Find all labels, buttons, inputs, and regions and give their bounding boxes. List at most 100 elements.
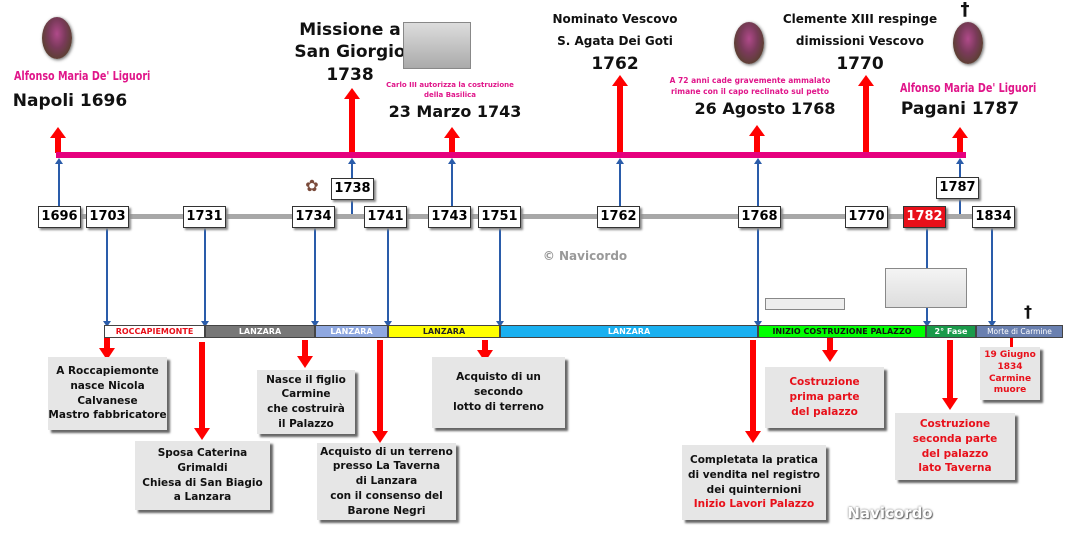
- illness-date: 26 Agosto 1768: [694, 99, 836, 118]
- connector-1787: [956, 158, 964, 177]
- year-1768: 1768: [738, 206, 781, 228]
- bishop-year: 1762: [591, 54, 639, 74]
- box-line: Mastro fabbricatore: [48, 409, 167, 422]
- year-1782: 1782: [903, 206, 946, 228]
- segment-inizio-costruzione: INIZIO COSTRUZIONE PALAZZO: [758, 325, 926, 338]
- connector-1738-low: [351, 200, 353, 214]
- box-line: secondo: [473, 386, 523, 399]
- box-line: di Lanzara: [355, 475, 418, 488]
- year-1731: 1731: [183, 206, 226, 228]
- segment-lanzara-4: LANZARA: [500, 325, 758, 338]
- basilica-image: [403, 22, 471, 69]
- arrow-down-4: [372, 340, 388, 443]
- arrow-down-5: [477, 340, 493, 362]
- box-line: Costruzione: [919, 418, 991, 431]
- arrow-up-1768: [749, 125, 765, 153]
- connector-1703: [103, 228, 111, 327]
- box-line: il Palazzo: [278, 417, 334, 430]
- segment-lanzara-3: LANZARA: [388, 325, 500, 338]
- year-1743: 1743: [428, 206, 471, 228]
- mission-line2: San Giorgio: [294, 42, 406, 62]
- birth-name: Alfonso Maria De' Liguori: [14, 69, 151, 83]
- box-line: con il consenso del: [330, 489, 443, 502]
- box-line: che costruirà: [267, 403, 345, 415]
- box-line: Acquisto di un terreno: [320, 445, 453, 458]
- connector-1768: [754, 158, 762, 206]
- alfonso-portrait-death: [953, 22, 983, 64]
- box-line: A Roccapiemonte: [56, 365, 159, 378]
- connector-1834: [988, 228, 996, 327]
- box-line: prima parte: [789, 391, 860, 404]
- birth-place-year: Napoli 1696: [12, 91, 128, 111]
- basilica-date: 23 Marzo 1743: [388, 102, 522, 121]
- connector-1734: [311, 228, 319, 327]
- box-line: Inizio Lavori Palazzo: [693, 498, 815, 511]
- arrow-down-7: [822, 338, 838, 362]
- box-line: Grimaldi: [177, 461, 228, 474]
- year-1696: 1696: [38, 206, 81, 228]
- box-line: Nasce il figlio: [266, 373, 346, 386]
- year-1787: 1787: [936, 177, 979, 199]
- box-line: dei quinternioni: [706, 483, 802, 496]
- arrow-up-1762: [612, 75, 628, 153]
- arrow-up-1770: [858, 75, 874, 153]
- arrow-down-2: [194, 342, 210, 440]
- mission-line1: Missione a: [299, 20, 401, 40]
- palazzo-image: [885, 268, 967, 308]
- box-line: Completata la pratica: [689, 454, 818, 467]
- bishop-line1: Nominato Vescovo: [552, 12, 678, 26]
- year-1738: 1738: [331, 178, 374, 200]
- box-line: nasce Nicola: [70, 379, 145, 392]
- box-line: lotto di terreno: [453, 400, 544, 413]
- illness-note2: rimane con il capo reclinato sul petto: [670, 87, 829, 96]
- arrow-up-1738: [344, 88, 360, 153]
- box-line: 19 Giugno: [984, 350, 1036, 361]
- box-line: del palazzo: [921, 447, 989, 460]
- connector-1738: [348, 158, 356, 178]
- segment-roccapiemonte: ROCCAPIEMONTE: [104, 325, 205, 338]
- box-line: del palazzo: [791, 405, 858, 418]
- cross-icon-carmine: †: [1024, 302, 1032, 321]
- box-line: di vendita nel registro: [687, 468, 820, 481]
- box-line: lato Taverna: [918, 462, 992, 475]
- segment-2-fase: 2° Fase: [926, 325, 976, 338]
- clemente-line2: dimissioni Vescovo: [795, 34, 925, 48]
- palazzo-sketch-1: [765, 298, 845, 310]
- death-name: Alfonso Maria De' Liguori: [900, 81, 1037, 95]
- segment-lanzara-2: LANZARA: [315, 325, 388, 338]
- flower-icon: ✿: [305, 176, 319, 195]
- illness-note1: A 72 anni cade gravemente ammalato: [669, 76, 831, 85]
- alfonso-portrait-ill: [734, 22, 764, 64]
- box-line: seconda parte: [912, 432, 998, 445]
- connector-1743: [448, 158, 456, 206]
- arrow-up-1696: [50, 127, 66, 153]
- year-1703: 1703: [86, 206, 129, 228]
- connector-1696: [55, 158, 63, 206]
- year-1762: 1762: [597, 206, 640, 228]
- box-line: 1834: [997, 361, 1023, 372]
- box-line: Carmine: [988, 373, 1032, 384]
- bishop-line2: S. Agata Dei Goti: [557, 34, 673, 48]
- connector-1762: [616, 158, 624, 206]
- watermark-bottom: Navicordo: [847, 504, 933, 522]
- clemente-year: 1770: [836, 54, 884, 74]
- box-line: muore: [993, 385, 1027, 396]
- mission-year: 1738: [326, 65, 374, 85]
- box-line: Acquisto di un: [456, 371, 541, 384]
- basilica-note2: della Basilica: [423, 91, 476, 99]
- box-line: Barone Negri: [347, 504, 426, 517]
- event-box-1741: Acquisto di un terreno presso La Taverna d…: [317, 443, 456, 520]
- cross-icon: †: [960, 0, 970, 20]
- connector-1787-low: [959, 199, 961, 214]
- box-line: presso La Taverna: [332, 460, 441, 473]
- arrow-down-9: [1010, 338, 1013, 347]
- segment-morte-carmine: Morte di Carmine: [976, 325, 1063, 338]
- arrow-up-1743: [444, 127, 460, 153]
